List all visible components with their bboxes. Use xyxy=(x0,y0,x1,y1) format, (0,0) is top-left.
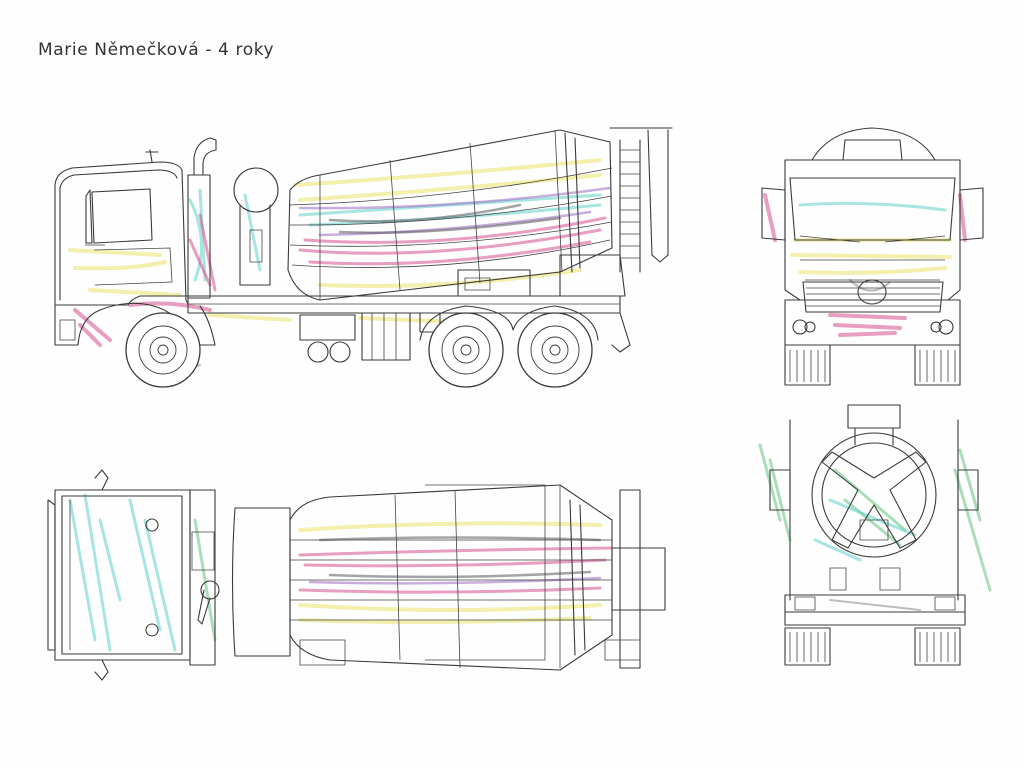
rear-view xyxy=(758,404,992,666)
front-view xyxy=(761,127,984,386)
side-wheel-rear-2 xyxy=(517,312,593,388)
side-wheel-front xyxy=(125,312,201,388)
top-view-crayon xyxy=(68,493,612,652)
front-view-crayon xyxy=(763,193,967,337)
top-view xyxy=(47,469,666,681)
artist-caption: Marie Němečková - 4 roky xyxy=(38,40,275,60)
rear-view-crayon xyxy=(758,443,992,611)
side-view xyxy=(54,127,673,388)
side-wheel-rear-1 xyxy=(428,312,504,388)
